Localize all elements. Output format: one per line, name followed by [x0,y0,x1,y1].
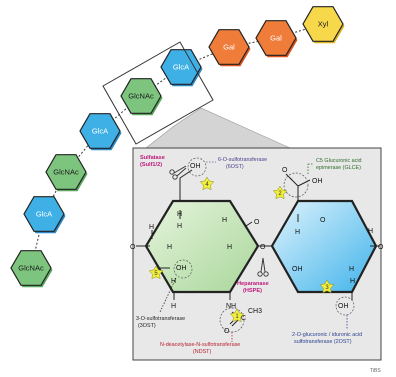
enzyme-labels: Sulfatase (Sulf1/2) 6-O-sulfotransferase… [136,155,362,355]
atom-h-3: H [167,244,172,251]
atom-h-1b: H [227,244,232,251]
atom-oh-6: OH [190,163,201,170]
chain-residue-glcnac [10,250,52,286]
atom-o-acetyl: O [224,328,230,335]
chain-residue-glcnac [120,78,162,114]
atom-labels: OH H H H O H OH H H NH H H O O O OH H O … [130,163,384,335]
chain-residue-label: GlcA [173,63,189,72]
atom-o-4: O [130,244,136,251]
chain-residue-label: Xyl [318,20,329,29]
step-star-number: 4 [205,182,209,188]
chain-residue-glca [79,113,121,149]
step-star-1 [229,308,245,323]
zoom-rectangle [102,41,214,145]
step-star-number: 3 [325,285,329,291]
label-ndst-sub: (NDST) [193,349,211,355]
label-heparanase: Heparanase [237,281,269,287]
label-glce: C5 Glucuronic acid [316,158,362,164]
step-markers: 1 2 3 4 5 [148,176,335,323]
atom-h-3b: H [171,278,176,285]
step-star-3 [319,279,335,294]
step-star-2 [272,185,288,200]
atom-h-4: H [177,223,182,230]
label-sulfatase: Sulfatase [140,155,165,161]
step-star-5 [148,265,164,280]
chain-residue-gal [208,29,250,65]
step-star-number: 2 [278,191,282,197]
atom-o-carboxyl: O [282,167,288,174]
label-glce-sub: epimerase (GLCE) [316,165,361,171]
chain-residue-label: Gal [270,34,282,43]
atom-h-glca-5: H [295,229,300,236]
label-ndst: N-deacetylase-N-sulfotransferase [160,342,240,348]
chain-residue-label: GlcA [92,127,108,136]
chain-residue-glca [23,196,65,232]
atom-o-glca-1: O [378,244,384,251]
atom-nh: NH [226,303,236,310]
atom-ch3: CH3 [248,308,262,315]
leader-lines [159,161,348,342]
label-sulfatase-sub: (Sulf1/2) [140,162,162,168]
scissors-icon-heparanase [257,257,269,277]
label-3ost-sub: (3OST) [138,323,156,329]
scissors-icon-sulfatase [169,165,187,180]
chain-residue-label: Gal [223,43,235,52]
atom-oh-glca-3: OH [292,266,303,273]
label-2ost-sub: sulfotransferase (2OST) [294,339,352,345]
atom-oh-glca-2: OH [338,303,349,310]
atom-c-acetyl: C [241,315,246,322]
atom-h-5: H [177,211,182,218]
label-6ost-sub: (6OST) [226,164,244,170]
chain-residue-label: GlcNAc [53,168,79,177]
atom-o-ring-right: O [320,217,326,224]
atom-h-1: H [222,217,227,224]
credit-label: TiBS [370,368,381,374]
step-star-number: 5 [154,271,158,277]
label-2ost: 2-O-glucuronic / iduronic acid [292,332,362,338]
chain-residue-label: GlcNAc [18,264,44,273]
chain-residue-gal [255,20,297,56]
atom-oh-3: OH [176,265,187,272]
atom-h-glca-2b: H [350,278,355,285]
atom-h-4b: H [149,224,154,231]
step-star-4 [199,176,215,191]
atom-o-ring-left: O [254,219,260,226]
label-heparanase-sub: (HSPE) [243,288,262,294]
chain-residue-label: GlcA [36,210,52,219]
step-star-number: 1 [235,314,239,320]
atom-h-2: H [171,303,176,310]
atom-o-glycosidic: O [260,244,266,251]
atom-h-glca-1: H [368,228,373,235]
atom-oh-carboxyl: OH [312,178,323,185]
label-3ost: 3-O-sulfotransferase [136,316,185,322]
chain-residue-glca [160,49,202,85]
atom-h-glca-2: H [349,266,354,273]
chain-residue-label: GlcNAc [128,92,154,101]
zoom-projection [145,107,291,149]
chain-residue-xyl [302,6,344,42]
chain-residue-glcnac [45,154,87,190]
label-6ost: 6-O-sulfotransferase [218,157,267,163]
